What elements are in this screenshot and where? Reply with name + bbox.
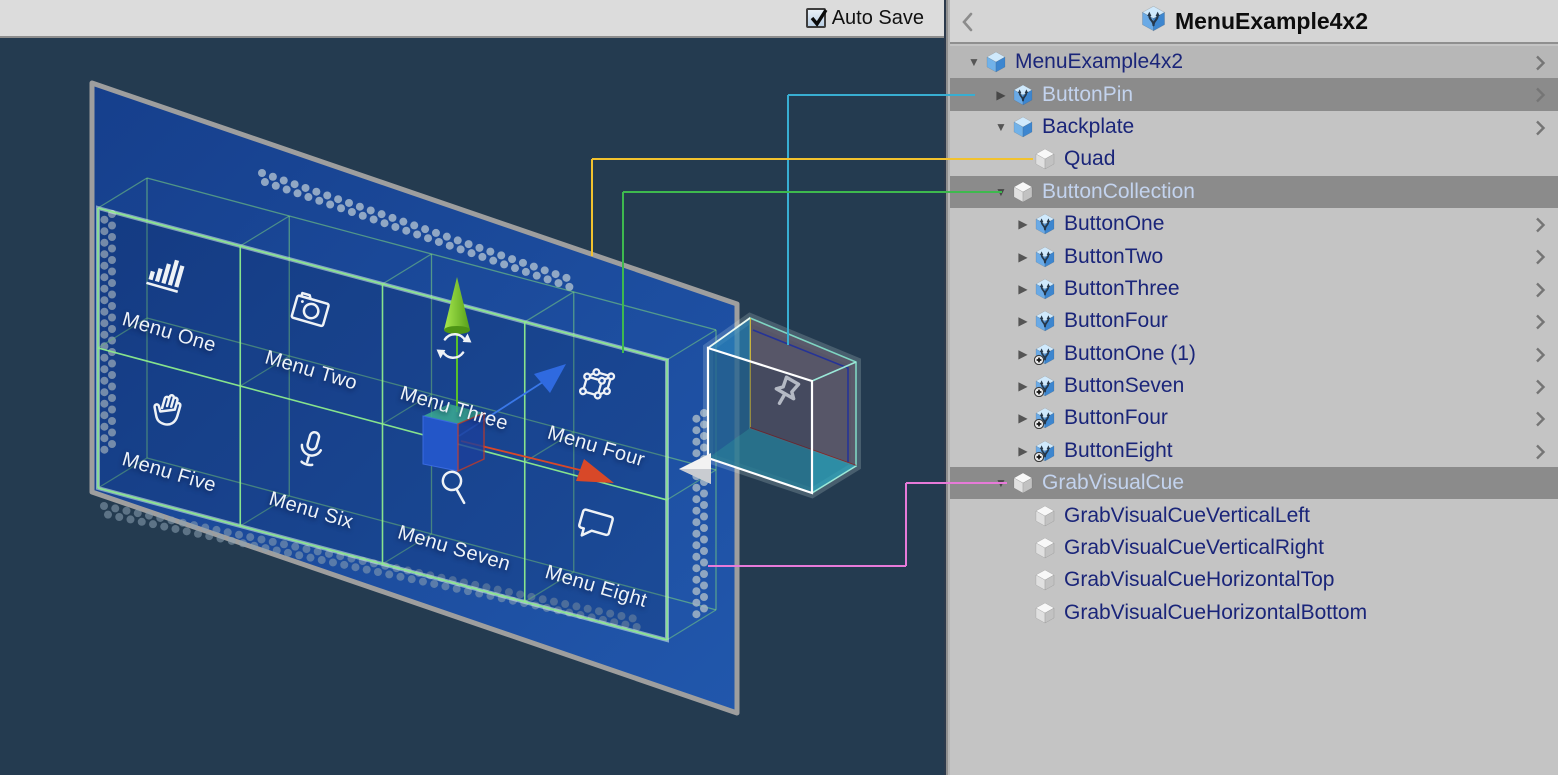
expand-arrow-icon[interactable]: ▶ — [1012, 379, 1034, 393]
hierarchy-item-label: ButtonTwo — [1064, 245, 1163, 269]
connection-line-magenta — [906, 482, 1007, 484]
prefab-variant-icon — [1140, 5, 1167, 37]
hierarchy-item-label: ButtonOne — [1064, 212, 1164, 236]
open-prefab-chevron-icon[interactable] — [1535, 248, 1546, 271]
auto-save-checkbox-icon[interactable] — [806, 8, 826, 28]
prefab-cube-icon — [1012, 116, 1034, 138]
prefab-variant-icon — [1012, 84, 1034, 106]
open-prefab-chevron-icon[interactable] — [1535, 378, 1546, 401]
hierarchy-item-buttoneight[interactable]: ▶ ButtonEight — [950, 435, 1558, 467]
connection-line-magenta — [905, 483, 907, 566]
hierarchy-item-label: GrabVisualCueHorizontalTop — [1064, 568, 1334, 592]
connection-line-yellow — [592, 158, 1033, 160]
prefab-variant-add-icon — [1034, 375, 1056, 397]
hierarchy-item-label: ButtonPin — [1042, 83, 1133, 107]
open-prefab-chevron-icon[interactable] — [1535, 410, 1546, 433]
hierarchy-item-label: ButtonFour — [1064, 309, 1168, 333]
hierarchy-item-label: GrabVisualCueVerticalRight — [1064, 536, 1324, 560]
connection-line-cyan — [788, 94, 975, 96]
open-prefab-chevron-icon[interactable] — [1535, 313, 1546, 336]
hierarchy-item-label: ButtonThree — [1064, 277, 1180, 301]
hierarchy-item-label: ButtonCollection — [1042, 180, 1195, 204]
prefab-variant-add-icon — [1034, 407, 1056, 429]
hierarchy-panel: MenuExample4x2 ▼MenuExample4x2▶ButtonPin… — [950, 0, 1558, 775]
hierarchy-item-label: Backplate — [1042, 115, 1134, 139]
scene-view[interactable]: Menu OneMenu TwoMenu ThreeMenu FourMenu … — [0, 0, 944, 775]
expand-arrow-icon[interactable]: ▶ — [1012, 411, 1034, 425]
open-prefab-chevron-icon[interactable] — [1535, 54, 1546, 77]
prefab-variant-icon — [1034, 310, 1056, 332]
open-prefab-chevron-icon[interactable] — [1535, 86, 1546, 109]
hierarchy-item-buttonpin[interactable]: ▶ ButtonPin — [950, 78, 1558, 110]
hierarchy-item-quad[interactable]: Quad — [950, 143, 1558, 175]
white-cube-icon — [1012, 472, 1034, 494]
hierarchy-item-grabvisualcueverticalleft[interactable]: GrabVisualCueVerticalLeft — [950, 499, 1558, 531]
open-prefab-chevron-icon[interactable] — [1535, 119, 1546, 142]
back-chevron-icon[interactable] — [958, 10, 978, 34]
hierarchy-item-buttonfour[interactable]: ▶ ButtonFour — [950, 402, 1558, 434]
hierarchy-item-label: MenuExample4x2 — [1015, 50, 1183, 74]
white-cube-icon — [1034, 569, 1056, 591]
hierarchy-item-label: GrabVisualCue — [1042, 471, 1184, 495]
hierarchy-item-grabvisualcuehorizontaltop[interactable]: GrabVisualCueHorizontalTop — [950, 564, 1558, 596]
hierarchy-item-label: ButtonSeven — [1064, 374, 1184, 398]
open-prefab-chevron-icon[interactable] — [1535, 281, 1546, 304]
open-prefab-chevron-icon[interactable] — [1535, 443, 1546, 466]
hierarchy-item-grabvisualcuehorizontalbottom[interactable]: GrabVisualCueHorizontalBottom — [950, 597, 1558, 629]
scene-3d-render — [0, 0, 944, 775]
expand-arrow-icon[interactable]: ▶ — [1012, 314, 1034, 328]
hierarchy-item-backplate[interactable]: ▼ Backplate — [950, 111, 1558, 143]
hierarchy-item-buttonone[interactable]: ▶ ButtonOne — [950, 208, 1558, 240]
open-prefab-chevron-icon[interactable] — [1535, 346, 1546, 369]
white-cube-icon — [1034, 505, 1056, 527]
collapse-arrow-icon[interactable]: ▼ — [963, 55, 985, 69]
connection-line-magenta — [708, 565, 906, 567]
hierarchy-item-buttoncollection[interactable]: ▼ButtonCollection — [950, 176, 1558, 208]
expand-arrow-icon[interactable]: ▶ — [1012, 347, 1034, 361]
auto-save-toggle[interactable]: Auto Save — [806, 7, 924, 30]
hierarchy-item-grabvisualcueverticalright[interactable]: GrabVisualCueVerticalRight — [950, 532, 1558, 564]
prefab-header: MenuExample4x2 — [950, 0, 1558, 44]
white-cube-icon — [1034, 602, 1056, 624]
hierarchy-item-label: GrabVisualCueVerticalLeft — [1064, 504, 1310, 528]
connection-line-green — [622, 192, 624, 353]
panel-divider[interactable] — [944, 0, 950, 775]
button-pin-box[interactable] — [708, 318, 857, 493]
hierarchy-item-buttontwo[interactable]: ▶ ButtonTwo — [950, 240, 1558, 272]
prefab-cube-icon — [985, 51, 1007, 73]
connection-line-green — [623, 191, 1002, 193]
prefab-variant-add-icon — [1034, 343, 1056, 365]
prefab-title: MenuExample4x2 — [1175, 8, 1368, 35]
prefab-variant-icon — [1034, 246, 1056, 268]
prefab-variant-icon — [1034, 278, 1056, 300]
expand-arrow-icon[interactable]: ▶ — [1012, 282, 1034, 296]
expand-arrow-icon[interactable]: ▶ — [1012, 444, 1034, 458]
hierarchy-item-buttonfour[interactable]: ▶ ButtonFour — [950, 305, 1558, 337]
connection-line-cyan — [787, 95, 789, 345]
hierarchy-item-buttonone-1[interactable]: ▶ ButtonOne (1) — [950, 338, 1558, 370]
hierarchy-item-label: GrabVisualCueHorizontalBottom — [1064, 601, 1367, 625]
hierarchy-item-label: ButtonOne (1) — [1064, 342, 1196, 366]
collapse-arrow-icon[interactable]: ▼ — [990, 120, 1012, 134]
white-cube-icon — [1012, 181, 1034, 203]
white-cube-icon — [1034, 537, 1056, 559]
hierarchy-item-buttonthree[interactable]: ▶ ButtonThree — [950, 273, 1558, 305]
open-prefab-chevron-icon[interactable] — [1535, 216, 1546, 239]
scene-toolbar: Auto Save — [0, 0, 944, 38]
auto-save-label: Auto Save — [832, 7, 924, 30]
hierarchy-item-menuexample4x2[interactable]: ▼ MenuExample4x2 — [950, 46, 1558, 78]
hierarchy-item-buttonseven[interactable]: ▶ ButtonSeven — [950, 370, 1558, 402]
prefab-variant-add-icon — [1034, 440, 1056, 462]
hierarchy-item-label: ButtonFour — [1064, 406, 1168, 430]
expand-arrow-icon[interactable]: ▶ — [1012, 250, 1034, 264]
hierarchy-item-label: Quad — [1064, 147, 1115, 171]
hierarchy-item-label: ButtonEight — [1064, 439, 1173, 463]
connection-line-yellow — [591, 159, 593, 256]
white-cube-icon — [1034, 148, 1056, 170]
expand-arrow-icon[interactable]: ▶ — [990, 88, 1012, 102]
prefab-variant-icon — [1034, 213, 1056, 235]
hierarchy-item-grabvisualcue[interactable]: ▼GrabVisualCue — [950, 467, 1558, 499]
expand-arrow-icon[interactable]: ▶ — [1012, 217, 1034, 231]
